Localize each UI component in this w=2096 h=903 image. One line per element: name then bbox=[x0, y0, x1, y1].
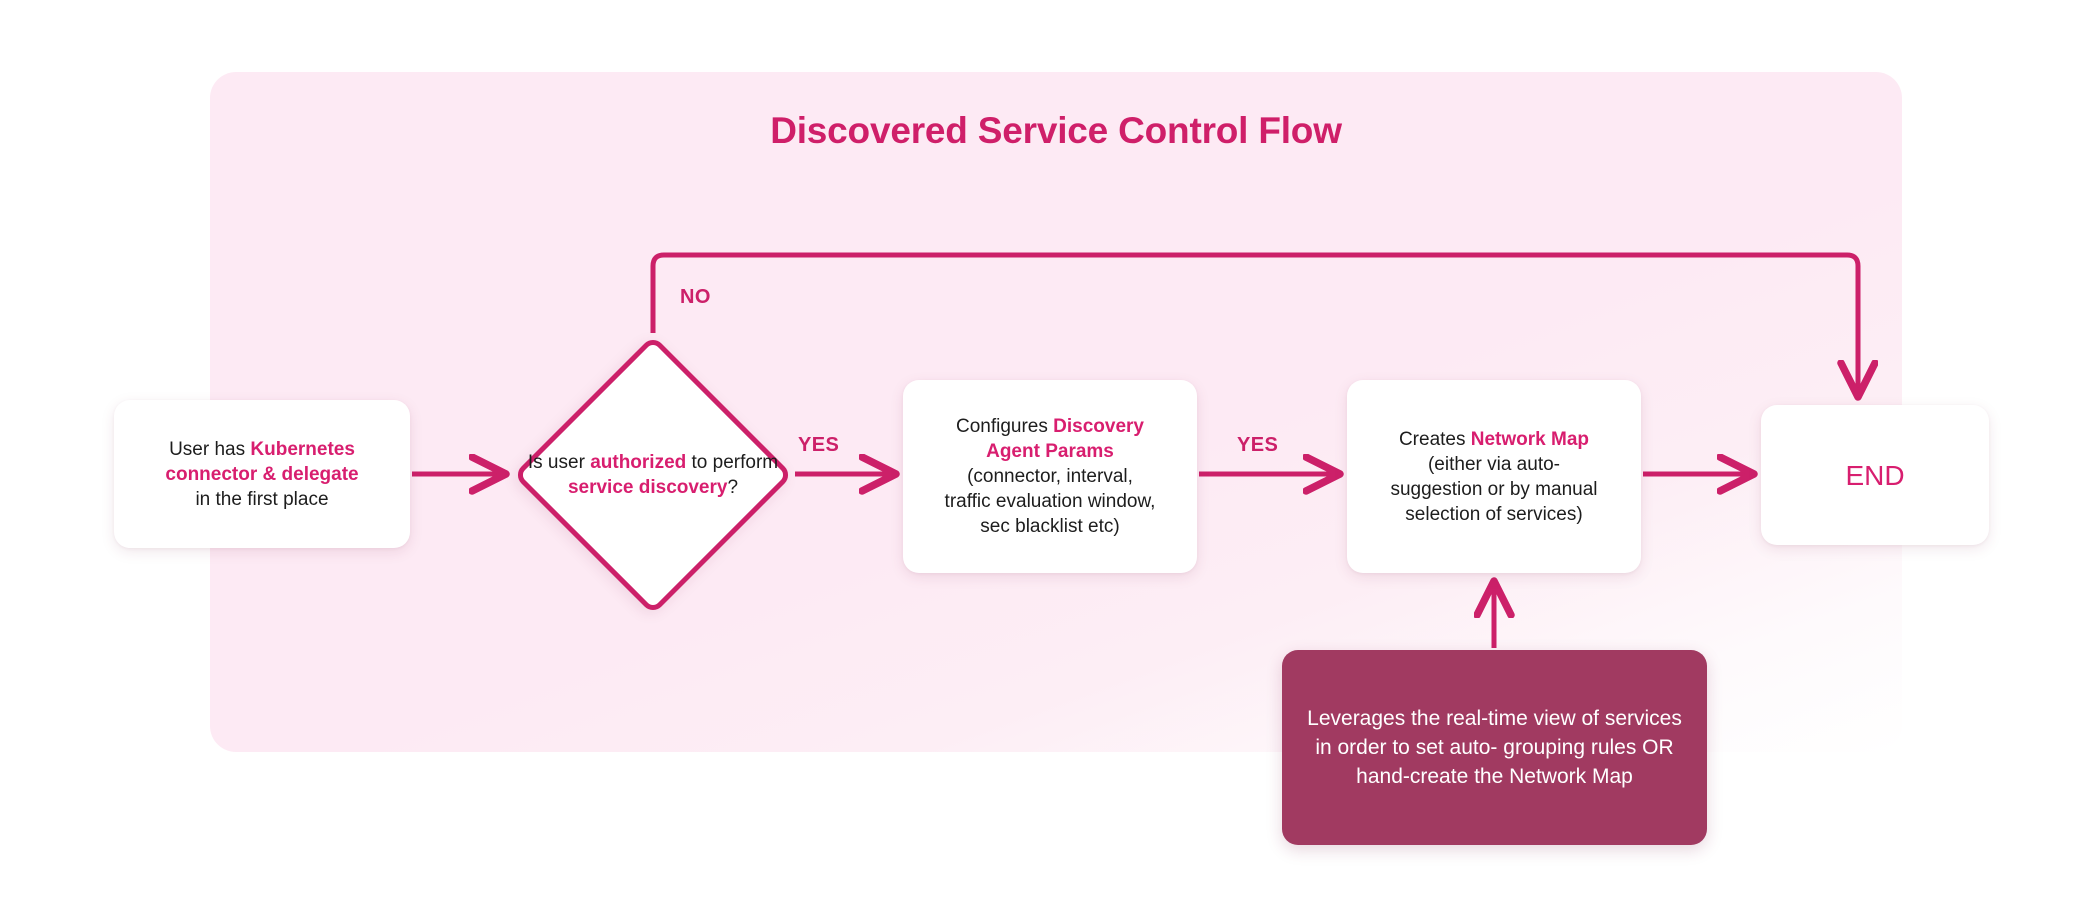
params-highlight-discovery: Discovery bbox=[1053, 416, 1144, 437]
start-line-3: in the first place bbox=[195, 488, 329, 510]
map-line-2: (either via auto- bbox=[1427, 453, 1560, 475]
end-box[interactable]: END bbox=[1761, 405, 1989, 545]
params-line-3: (connector, interval, bbox=[967, 466, 1133, 487]
edge-label-no: NO bbox=[680, 286, 711, 308]
decision-highlight-service-discovery: service discovery bbox=[567, 477, 728, 498]
note-line-3: grouping rules OR hand-create bbox=[1356, 736, 1674, 788]
note-line-1: Leverages the real-time view of bbox=[1307, 707, 1599, 730]
decision-line-2: authorized bbox=[590, 452, 687, 473]
map-line-1: Creates Network Map bbox=[1398, 428, 1590, 450]
edge-label-yes-params: YES bbox=[1237, 434, 1279, 456]
map-line-4: selection of services) bbox=[1405, 503, 1583, 525]
params-line-4: traffic evaluation window, bbox=[944, 491, 1156, 512]
decision-line-3: to perform bbox=[691, 452, 779, 473]
decision-diamond[interactable]: Is user authorized to perform service di… bbox=[512, 334, 794, 616]
decision-line-1: Is user bbox=[527, 452, 585, 473]
discovery-agent-params-box[interactable]: Configures Discovery Agent Params (conne… bbox=[903, 380, 1197, 573]
decision-label: Is user authorized to perform service di… bbox=[513, 335, 793, 615]
params-line-2: Agent Params bbox=[986, 441, 1114, 462]
start-line-1: User has Kubernetes bbox=[169, 438, 355, 460]
decision-line-4: service discovery? bbox=[567, 477, 739, 498]
start-highlight-kubernetes: Kubernetes bbox=[250, 438, 355, 460]
map-highlight-network-map: Network Map bbox=[1470, 428, 1590, 450]
params-line-5: sec blacklist etc) bbox=[980, 516, 1120, 537]
leverages-note[interactable]: Leverages the real-time view of services… bbox=[1282, 650, 1707, 845]
note-line-4: the Network Map bbox=[1474, 765, 1633, 788]
map-line-3: suggestion or by manual bbox=[1390, 478, 1598, 500]
network-map-box[interactable]: Creates Network Map (either via auto- su… bbox=[1347, 380, 1641, 573]
note-line-2: services in order to set auto- bbox=[1315, 707, 1682, 759]
params-line-1: Configures Discovery bbox=[955, 416, 1144, 437]
edge-label-yes-decision: YES bbox=[798, 434, 840, 456]
start-line-2: connector & delegate bbox=[165, 463, 359, 485]
start-box[interactable]: User has Kubernetes connector & delegate… bbox=[114, 400, 410, 548]
page-title: Discovered Service Control Flow bbox=[770, 110, 1342, 151]
end-label: END bbox=[1845, 459, 1905, 491]
